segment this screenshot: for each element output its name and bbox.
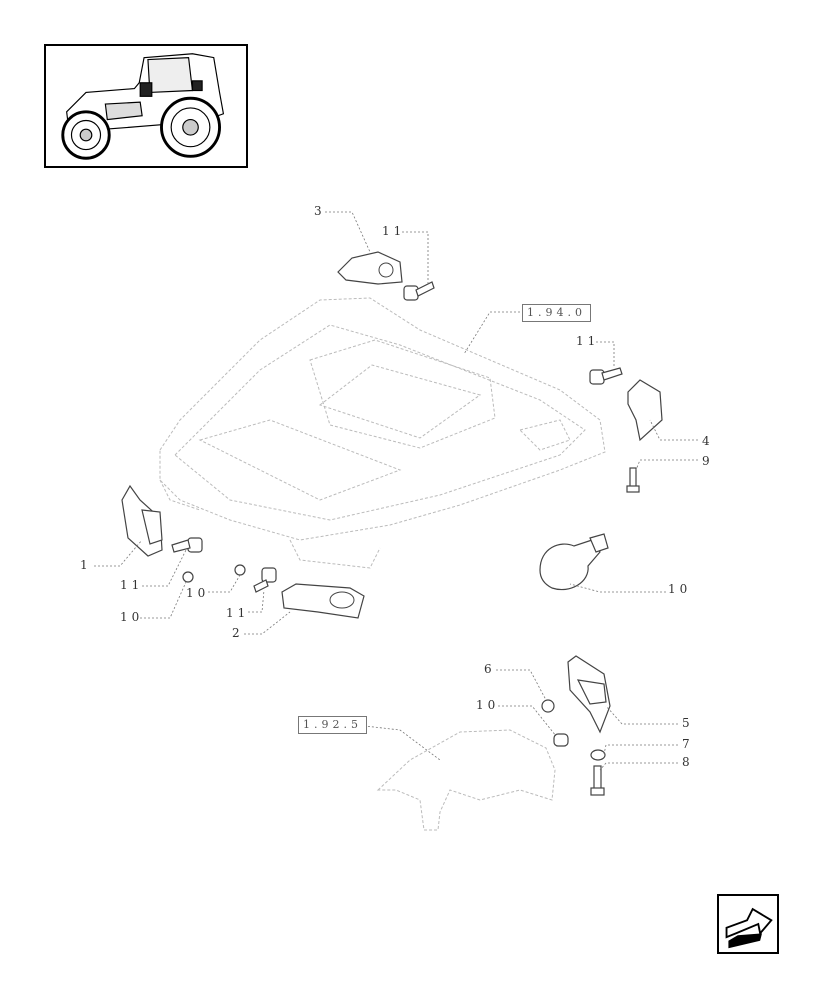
back-navigation-button[interactable] bbox=[717, 894, 779, 954]
leader-lines bbox=[94, 211, 698, 771]
callout-10: 10 bbox=[120, 610, 144, 624]
callout-3: 3 bbox=[314, 204, 326, 218]
ref-mudguard[interactable]: 1.92.5 bbox=[298, 716, 367, 734]
washer-part-7 bbox=[590, 749, 606, 761]
tractor-thumbnail bbox=[44, 44, 248, 168]
callout-6: 6 bbox=[484, 662, 496, 676]
back-arrow-icon bbox=[725, 907, 773, 949]
lamp-part-3 bbox=[337, 251, 403, 285]
bulb-holder-part-11c bbox=[171, 537, 203, 553]
cab-roof-outline bbox=[159, 297, 606, 569]
bulb-part-10c bbox=[539, 533, 609, 591]
callout-8: 8 bbox=[682, 755, 694, 769]
lamp-part-2 bbox=[281, 583, 365, 619]
callout-10: 10 bbox=[668, 582, 692, 596]
callout-5: 5 bbox=[682, 716, 694, 730]
bulb-holder-part-11b bbox=[589, 367, 623, 385]
bulb-holder-part-11d bbox=[253, 567, 277, 593]
bulb-part-10d bbox=[553, 733, 569, 747]
callout-9: 9 bbox=[702, 454, 714, 468]
bulb-part-10b bbox=[234, 564, 246, 576]
callout-4: 4 bbox=[702, 434, 714, 448]
lamp-part-5 bbox=[567, 655, 611, 734]
bulb-part-6 bbox=[541, 699, 555, 713]
mudguard-outline bbox=[376, 729, 556, 831]
callout-11: 11 bbox=[120, 578, 144, 592]
callout-11: 11 bbox=[382, 224, 406, 238]
callout-2: 2 bbox=[232, 626, 244, 640]
callout-10: 10 bbox=[186, 586, 210, 600]
callout-11: 11 bbox=[226, 606, 250, 620]
callout-10: 10 bbox=[476, 698, 500, 712]
ref-cab-roof[interactable]: 1.94.0 bbox=[522, 304, 591, 322]
bulb-part-10a bbox=[182, 571, 194, 583]
screw-part-9 bbox=[626, 467, 640, 493]
lamp-part-4 bbox=[627, 379, 663, 442]
callout-1: 1 bbox=[80, 558, 92, 572]
lamp-part-1 bbox=[121, 484, 163, 557]
callout-7: 7 bbox=[682, 737, 694, 751]
tractor-thumbnail-icon bbox=[61, 53, 225, 160]
callout-11: 11 bbox=[576, 334, 600, 348]
bulb-holder-part-11a bbox=[403, 281, 435, 301]
screw-part-8 bbox=[590, 765, 605, 796]
